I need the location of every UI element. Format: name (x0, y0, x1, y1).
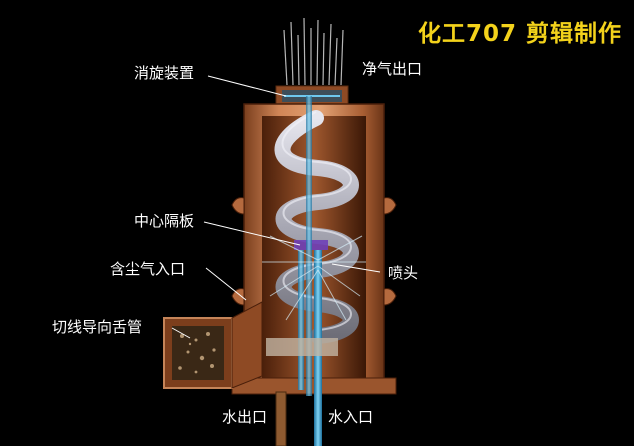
bottom-sump (266, 338, 338, 356)
label-water-outlet: 水出口 (222, 408, 268, 426)
label-dusty-gas-inlet: 含尘气入口 (110, 260, 186, 278)
label-nozzle: 喷头 (388, 264, 419, 282)
water-outlet-pipe (275, 391, 287, 446)
watermark: 化工707 剪辑制作 (417, 21, 622, 47)
label-tangential-tongue-duct: 切线导向舌管 (52, 318, 143, 336)
gas-plume (283, 17, 344, 86)
label-center-baffle: 中心隔板 (134, 212, 195, 230)
spray-mist (262, 235, 366, 321)
label-clean-gas-outlet: 净气出口 (362, 60, 423, 78)
tangential-inlet-duct (163, 301, 263, 389)
leader-lines (171, 75, 381, 339)
label-deswirl-device: 消旋装置 (134, 64, 195, 82)
label-water-inlet: 水入口 (328, 408, 374, 426)
